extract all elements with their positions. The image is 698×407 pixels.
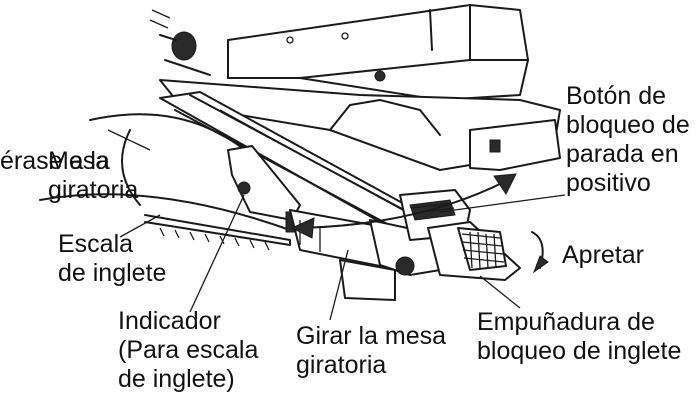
boton-line-2: bloqueo de	[566, 111, 690, 139]
mesa-line-1: Mesa	[48, 147, 110, 175]
empunadura-line-1: Empuñadura de	[477, 308, 655, 336]
rotate-arrow	[290, 173, 517, 239]
label-empunadura: Empuñadura de bloqueo de inglete	[477, 308, 681, 366]
escala-line-1: Escala	[58, 230, 134, 258]
boton-line-3: parada en	[566, 140, 679, 168]
overlap-fragment-text: érase a la	[0, 147, 110, 175]
miter-scale-teeth	[144, 214, 291, 251]
empunadura-line-2: bloqueo de inglete	[477, 337, 682, 365]
tighten-arrow	[531, 231, 549, 274]
leader-lines	[107, 129, 566, 321]
girar-line-2: giratoria	[296, 351, 387, 379]
label-girar-la-mesa: Girar la mesa giratoria	[296, 322, 446, 380]
saw-arm-housing	[227, 4, 529, 101]
indicador-line-3: de inglete)	[118, 365, 235, 393]
label-escala-de-inglete: Escala de inglete	[58, 230, 166, 288]
miter-lock-grip	[427, 221, 521, 281]
label-boton-bloqueo: Botón de bloqueo de parada en positivo	[566, 82, 690, 198]
apretar-text: Apretar	[562, 241, 644, 269]
overlapping-label: érase a la	[0, 147, 110, 176]
indicador-line-1: Indicador	[118, 307, 221, 335]
boton-line-4: positivo	[566, 169, 651, 197]
label-indicador: Indicador (Para escala de inglete)	[118, 307, 258, 394]
escala-line-2: de inglete	[58, 259, 167, 287]
fence-and-guard	[159, 79, 561, 171]
girar-line-1: Girar la mesa	[296, 322, 447, 350]
boton-line-1: Botón de	[566, 82, 667, 110]
label-apretar: Apretar	[562, 241, 644, 270]
turntable	[39, 113, 291, 231]
indicador-line-2: (Para escala	[118, 336, 259, 364]
mesa-line-2: giratoria	[48, 176, 139, 204]
label-mesa-giratoria: Mesa giratoria	[48, 147, 138, 205]
rear-knob	[149, 9, 211, 76]
